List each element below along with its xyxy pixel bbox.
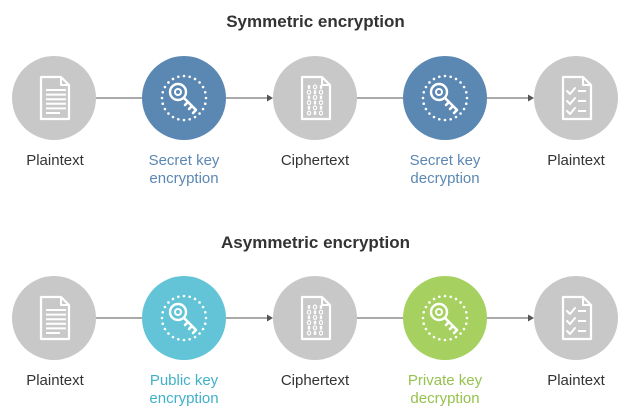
asym-node-5 xyxy=(534,276,618,360)
asym-node-3-label: Ciphertext xyxy=(280,372,350,389)
document-icon xyxy=(39,75,71,121)
asym-arrowhead-2 xyxy=(267,314,273,322)
asym-node-1 xyxy=(12,276,96,360)
checklist-document-icon xyxy=(561,75,593,121)
asym-node-3 xyxy=(273,276,357,360)
asym-node-2 xyxy=(142,276,226,360)
sym-node-5 xyxy=(534,56,618,140)
checklist-document-icon xyxy=(561,295,593,341)
asym-node-5-label: Plaintext xyxy=(547,372,605,389)
sym-node-1-circle xyxy=(12,56,96,140)
sym-node-2 xyxy=(142,56,226,140)
sym-node-4 xyxy=(403,56,487,140)
symmetric-title: Symmetric encryption xyxy=(226,12,405,31)
document-icon xyxy=(39,295,71,341)
ciphertext-document-icon xyxy=(300,75,332,121)
ciphertext-document-icon xyxy=(300,295,332,341)
key-icon xyxy=(160,74,208,122)
sym-node-3 xyxy=(273,56,357,140)
key-icon xyxy=(421,74,469,122)
asym-node-4 xyxy=(403,276,487,360)
asym-node-1-circle xyxy=(12,276,96,360)
sym-node-3-circle xyxy=(273,56,357,140)
asym-node-1-label: Plaintext xyxy=(26,372,84,389)
sym-arrowhead-2 xyxy=(267,94,273,102)
sym-node-3-label: Ciphertext xyxy=(280,152,350,169)
sym-node-1-label: Plaintext xyxy=(26,152,84,169)
asym-arrowhead-4 xyxy=(528,314,534,322)
asymmetric-title: Asymmetric encryption xyxy=(221,233,410,252)
sym-arrowhead-4 xyxy=(528,94,534,102)
key-icon xyxy=(160,294,208,342)
sym-node-1 xyxy=(12,56,96,140)
key-icon xyxy=(421,294,469,342)
asym-node-3-circle xyxy=(273,276,357,360)
sym-node-5-label: Plaintext xyxy=(547,152,605,169)
